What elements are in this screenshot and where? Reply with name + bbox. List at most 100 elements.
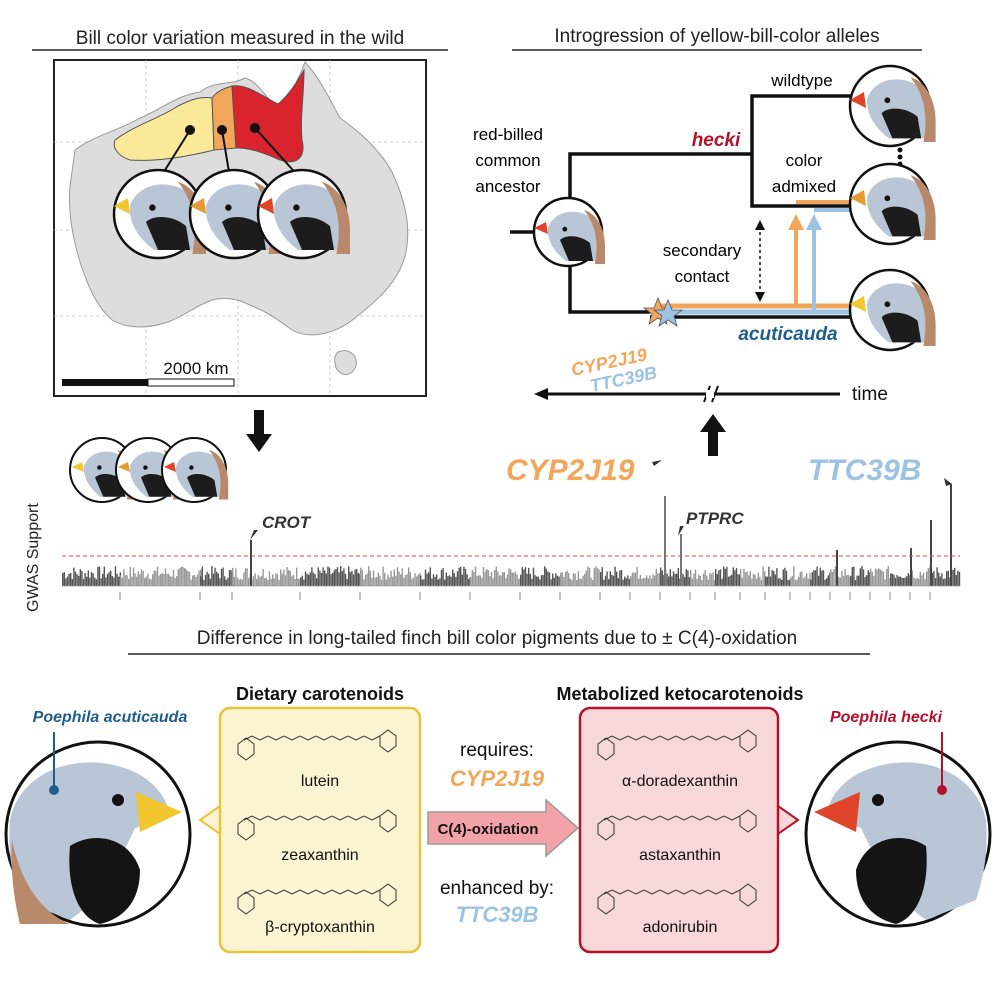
manhattan-bar <box>869 572 871 586</box>
manhattan-bar <box>924 578 926 586</box>
manhattan-bar <box>560 572 562 586</box>
manhattan-bar <box>706 575 708 586</box>
peak-label-crot: CROT <box>262 513 312 532</box>
manhattan-bar <box>523 569 525 586</box>
tree-panel: Introgression of yellow-bill-color allel… <box>473 26 936 405</box>
manhattan-bar <box>545 568 547 586</box>
manhattan-bar <box>957 570 959 586</box>
manhattan-bar <box>108 572 110 586</box>
manhattan-bar <box>654 575 656 586</box>
manhattan-peak <box>930 520 932 586</box>
manhattan-bar <box>82 578 85 586</box>
manhattan-bar <box>400 574 402 586</box>
manhattan-bar <box>752 573 755 586</box>
manhattan-bar <box>311 567 313 586</box>
manhattan-bar <box>201 566 203 586</box>
manhattan-bar <box>687 570 689 586</box>
manhattan-bar <box>743 568 745 586</box>
manhattan-bar <box>633 572 635 586</box>
manhattan-bar <box>799 572 801 586</box>
manhattan-bar <box>631 573 633 586</box>
manhattan-bar <box>320 573 323 586</box>
manhattan-bar <box>129 567 131 586</box>
manhattan-bar <box>113 577 115 586</box>
manhattan-bar <box>168 573 170 586</box>
manhattan-bar <box>816 566 818 586</box>
manhattan-bar <box>529 573 531 586</box>
manhattan-bar <box>160 573 162 586</box>
manhattan-bar <box>764 571 766 586</box>
manhattan-bar <box>187 571 189 586</box>
manhattan-bar <box>514 571 517 586</box>
manhattan-bar <box>147 573 149 586</box>
manhattan-bar <box>838 576 840 586</box>
manhattan-bar <box>445 572 447 586</box>
manhattan-bar <box>894 577 897 586</box>
manhattan-bar <box>248 578 250 586</box>
manhattan-bar <box>818 575 820 586</box>
manhattan-bar <box>630 576 632 586</box>
manhattan-bar <box>934 578 937 586</box>
manhattan-bar <box>669 569 671 586</box>
manhattan-bar <box>466 574 468 586</box>
manhattan-bar <box>598 569 600 586</box>
manhattan-bar <box>294 578 296 586</box>
manhattan-bar <box>163 573 165 586</box>
acuticauda-bird <box>848 268 936 352</box>
acuticauda-portrait <box>4 732 192 928</box>
cryptoxanthin-structure <box>237 883 397 915</box>
manhattan-bar <box>145 576 147 586</box>
ttc-pointer <box>944 478 952 486</box>
manhattan-bar <box>690 569 692 586</box>
manhattan-bar <box>419 572 421 586</box>
manhattan-bar <box>292 575 295 586</box>
manhattan-bar <box>380 579 383 586</box>
manhattan-bar <box>949 577 951 586</box>
crot-pointer <box>250 530 258 540</box>
manhattan-bar <box>340 566 342 586</box>
contact-arrowhead-down <box>755 292 765 302</box>
manhattan-bar <box>468 578 470 586</box>
manhattan-bar <box>94 577 96 586</box>
manhattan-bar <box>176 576 178 586</box>
location-dot-red <box>250 123 260 133</box>
manhattan-bar <box>612 575 615 586</box>
manhattan-bar <box>440 569 443 586</box>
manhattan-bar <box>236 577 239 586</box>
manhattan-bar <box>801 571 803 586</box>
manhattan-bar <box>444 579 446 586</box>
manhattan-bar <box>259 576 261 586</box>
tree-panel-title: Introgression of yellow-bill-color allel… <box>554 26 879 47</box>
manhattan-bar <box>275 573 277 586</box>
scale-bar-black <box>62 379 148 386</box>
manhattan-bar <box>390 570 392 586</box>
manhattan-bar <box>926 571 928 586</box>
manhattan-bar <box>484 571 486 586</box>
manhattan-bar <box>884 579 886 586</box>
manhattan-bar <box>328 567 331 586</box>
manhattan-bar <box>608 579 610 586</box>
manhattan-bar <box>368 566 370 586</box>
manhattan-bar <box>116 573 118 586</box>
manhattan-bar <box>600 572 602 586</box>
manhattan-bar <box>603 579 605 586</box>
manhattan-bar <box>382 566 384 586</box>
manhattan-bar <box>431 578 433 586</box>
manhattan-bar <box>434 576 436 586</box>
manhattan-bar <box>866 575 868 586</box>
manhattan-bar <box>789 579 791 586</box>
manhattan-bar <box>417 574 419 586</box>
manhattan-bar <box>286 567 288 586</box>
manhattan-bar <box>121 577 123 586</box>
manhattan-bar <box>62 573 64 586</box>
manhattan-bar <box>647 578 649 586</box>
manhattan-bar <box>140 569 143 586</box>
species-right-label: Poephila hecki <box>830 709 943 726</box>
manhattan-bar <box>592 580 594 586</box>
keto-box <box>578 706 780 954</box>
ancestor-label-3: ancestor <box>475 177 541 196</box>
location-dot-orange <box>217 125 227 135</box>
astaxanthin-structure <box>597 809 757 841</box>
ancestor-bird <box>532 196 605 268</box>
hecki-label: hecki <box>692 130 741 151</box>
